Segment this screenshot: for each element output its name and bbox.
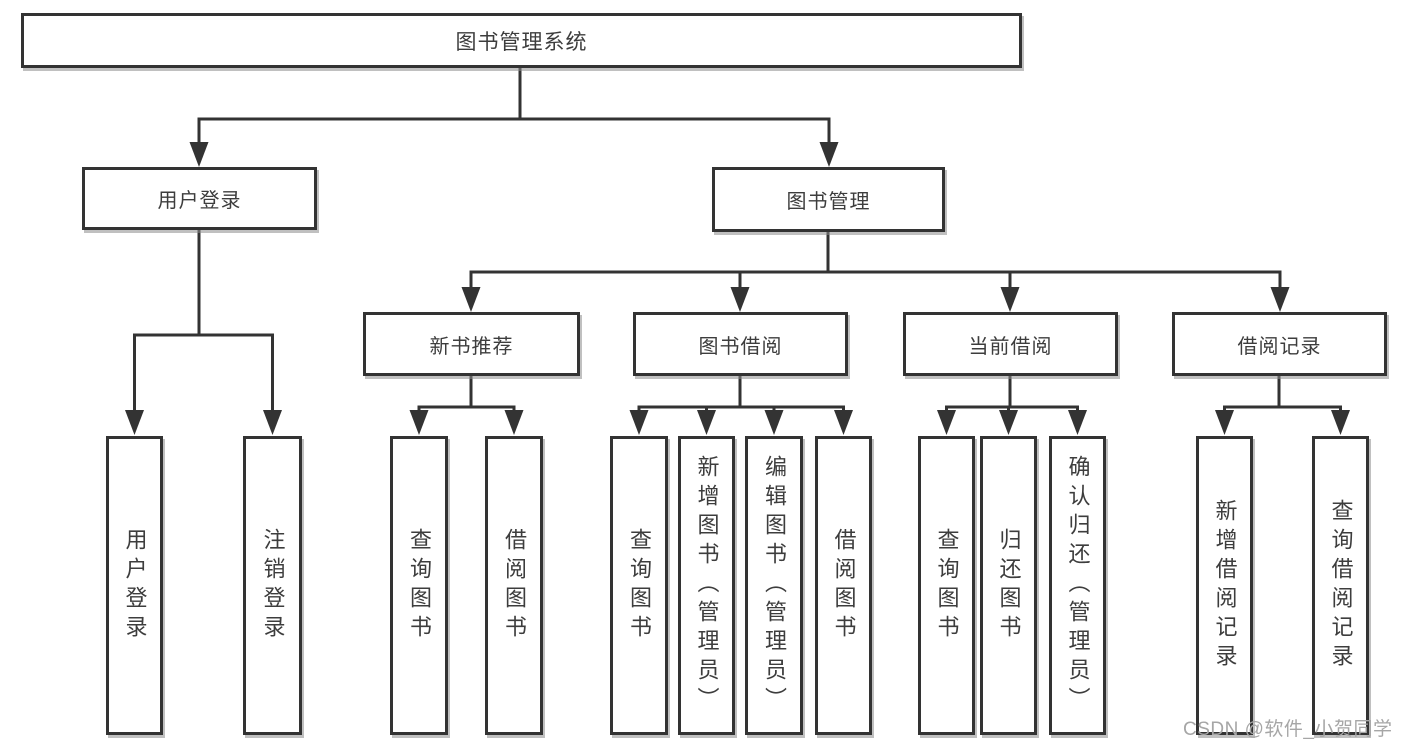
node-user-login: 用户登录 bbox=[82, 167, 317, 230]
leaf-query-books-2-label: 查询图书 bbox=[627, 527, 652, 644]
leaf-confirm-return-admin-label: 确认归还（管理员） bbox=[1065, 455, 1091, 716]
leaf-logout-label: 注销登录 bbox=[260, 527, 286, 644]
node-book-management: 图书管理 bbox=[712, 167, 945, 232]
leaf-user-login: 用户登录 bbox=[106, 436, 163, 735]
csdn-watermark: CSDN @软件_小贺同学 bbox=[1183, 719, 1393, 740]
leaf-query-books-2: 查询图书 bbox=[610, 436, 668, 735]
node-book-borrowing-label: 图书借阅 bbox=[698, 335, 783, 358]
leaf-query-borrow-record: 查询借阅记录 bbox=[1312, 436, 1369, 735]
leaf-add-borrow-record-label: 新增借阅记录 bbox=[1212, 498, 1238, 673]
leaf-add-books-admin-label: 新增图书（管理员） bbox=[694, 455, 720, 716]
leaf-add-borrow-record: 新增借阅记录 bbox=[1196, 436, 1253, 735]
node-borrowing-records-label: 借阅记录 bbox=[1237, 335, 1322, 358]
leaf-query-books-3-label: 查询图书 bbox=[934, 527, 960, 644]
leaf-confirm-return-admin: 确认归还（管理员） bbox=[1049, 436, 1106, 735]
leaf-edit-books-admin-label: 编辑图书（管理员） bbox=[762, 455, 787, 716]
leaf-query-books-1: 查询图书 bbox=[390, 436, 448, 735]
leaf-borrow-books-1-label: 借阅图书 bbox=[502, 527, 527, 644]
node-new-book-recommend-label: 新书推荐 bbox=[429, 335, 514, 358]
leaf-borrow-books-2-label: 借阅图书 bbox=[831, 527, 857, 644]
node-current-borrowing-label: 当前借阅 bbox=[968, 335, 1053, 358]
node-new-book-recommend: 新书推荐 bbox=[363, 312, 580, 376]
leaf-query-borrow-record-label: 查询借阅记录 bbox=[1328, 498, 1354, 673]
node-root-system: 图书管理系统 bbox=[21, 13, 1022, 68]
leaf-user-login-label: 用户登录 bbox=[122, 527, 148, 644]
leaf-query-books-3: 查询图书 bbox=[918, 436, 975, 735]
leaf-return-books-label: 归还图书 bbox=[996, 527, 1022, 644]
leaf-return-books: 归还图书 bbox=[980, 436, 1037, 735]
leaf-edit-books-admin: 编辑图书（管理员） bbox=[745, 436, 803, 735]
leaf-borrow-books-2: 借阅图书 bbox=[815, 436, 872, 735]
node-book-management-label: 图书管理 bbox=[786, 191, 871, 213]
node-book-borrowing: 图书借阅 bbox=[633, 312, 848, 376]
leaf-borrow-books-1: 借阅图书 bbox=[485, 436, 543, 735]
node-current-borrowing: 当前借阅 bbox=[903, 312, 1118, 376]
node-root-label: 图书管理系统 bbox=[455, 30, 588, 54]
node-user-login-label: 用户登录 bbox=[157, 190, 242, 212]
leaf-query-books-1-label: 查询图书 bbox=[407, 527, 432, 644]
arrow-down-icons bbox=[125, 142, 1350, 435]
leaf-add-books-admin: 新增图书（管理员） bbox=[678, 436, 735, 735]
leaf-logout: 注销登录 bbox=[243, 436, 302, 735]
node-borrowing-records: 借阅记录 bbox=[1172, 312, 1387, 376]
